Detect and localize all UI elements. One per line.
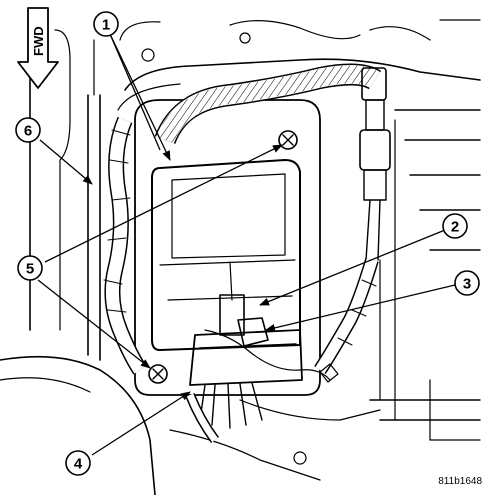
leader-1b bbox=[109, 33, 161, 151]
mounting-screw-top bbox=[278, 130, 298, 150]
fwd-label: FWD bbox=[31, 26, 46, 56]
leader-2 bbox=[259, 229, 446, 306]
figure-id: 811b1648 bbox=[438, 476, 482, 487]
callout-5-number: 5 bbox=[26, 261, 34, 278]
callout-2: 2 bbox=[442, 213, 468, 239]
leader-lines bbox=[37, 33, 456, 456]
leader-3 bbox=[265, 284, 456, 332]
leader-6 bbox=[39, 139, 93, 185]
leader-5a bbox=[44, 144, 283, 263]
module-connector bbox=[185, 294, 339, 443]
callout-1-number: 1 bbox=[102, 17, 110, 34]
airbag-control-module bbox=[148, 130, 301, 384]
callout-6-number: 6 bbox=[24, 123, 32, 140]
leader-1a bbox=[109, 33, 171, 161]
callout-3: 3 bbox=[454, 270, 480, 296]
forward-direction-arrow: FWD bbox=[17, 7, 59, 89]
callout-1: 1 bbox=[93, 11, 119, 37]
vehicle-structure bbox=[0, 19, 481, 495]
wire-harness bbox=[103, 63, 391, 375]
callout-3-number: 3 bbox=[463, 276, 471, 293]
leader-5b bbox=[37, 279, 151, 369]
mounting-screw-bottom bbox=[148, 364, 168, 384]
callout-2-number: 2 bbox=[451, 219, 459, 236]
callout-6: 6 bbox=[15, 117, 41, 143]
leader-4 bbox=[91, 391, 191, 456]
callout-4-number: 4 bbox=[74, 456, 83, 473]
callout-4: 4 bbox=[65, 450, 91, 476]
callout-5: 5 bbox=[17, 255, 43, 281]
